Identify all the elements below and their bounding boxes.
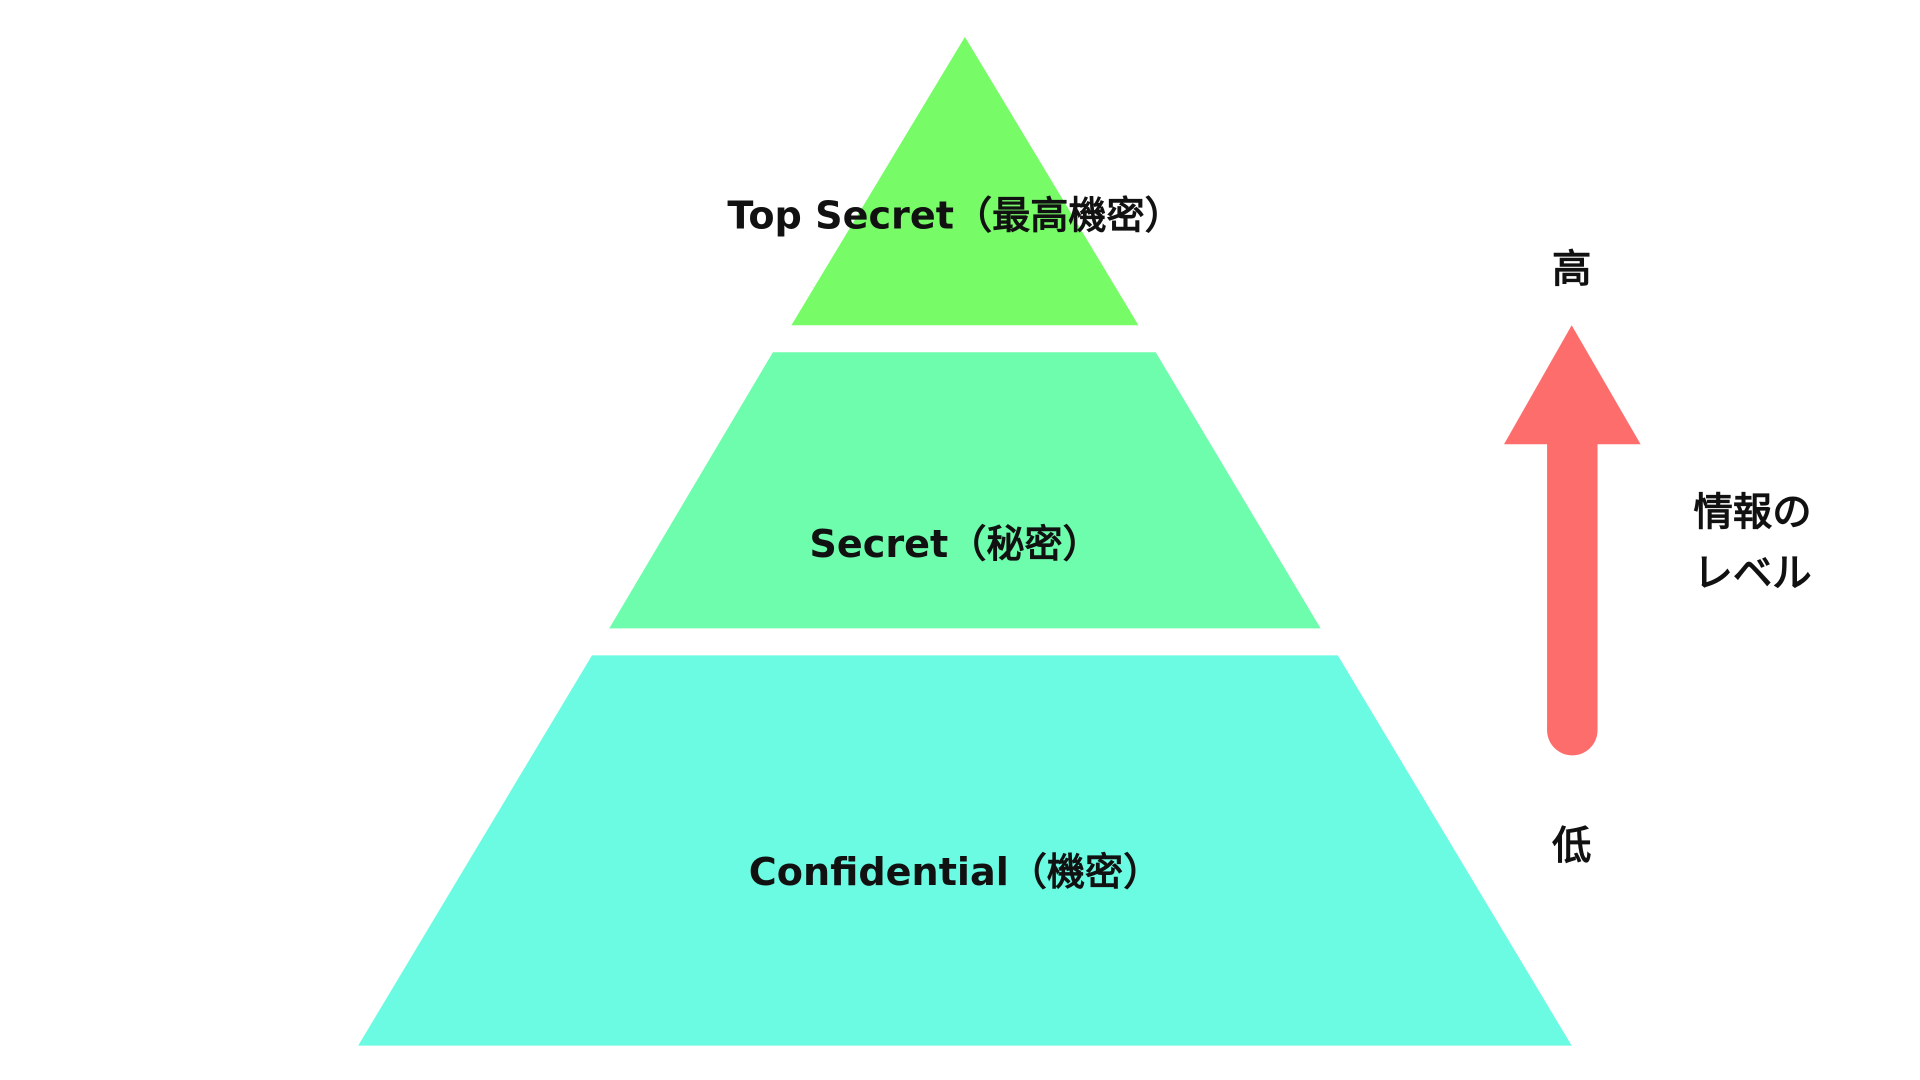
up-arrow-icon	[1504, 325, 1641, 756]
high-label: 高	[1552, 247, 1591, 292]
tier-secret	[609, 352, 1321, 629]
tier-confidential-label: Confidential（機密）	[749, 850, 1162, 894]
tier-top-secret-label: Top Secret（最高機密）	[727, 193, 1182, 237]
tier-secret-label: Secret（秘密）	[809, 522, 1100, 566]
low-label: 低	[1552, 824, 1591, 869]
tier-top-secret	[791, 36, 1139, 326]
tier-confidential	[358, 655, 1572, 1046]
level-caption-line2: レベル	[1694, 552, 1812, 597]
level-caption-line1: 情報の	[1694, 490, 1812, 535]
